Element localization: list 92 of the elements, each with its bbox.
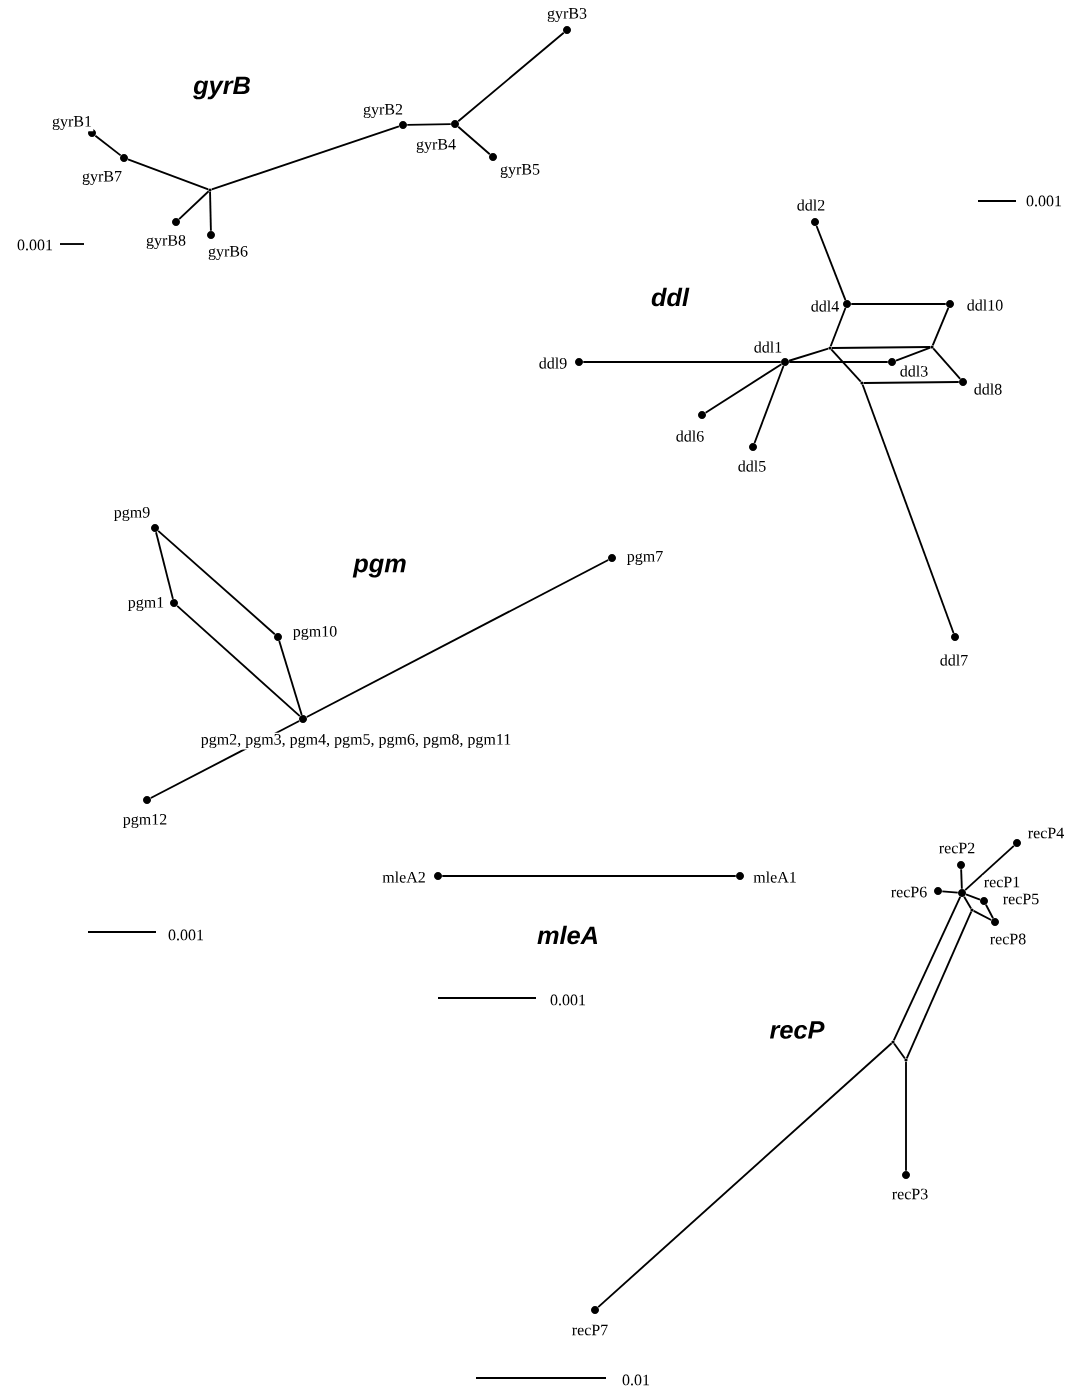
panel-title: ddl — [651, 287, 690, 307]
scale-value: 0.001 — [1026, 195, 1062, 207]
branch-junction — [970, 908, 974, 912]
branch-line — [960, 868, 963, 890]
taxon-label: pgm7 — [625, 549, 665, 567]
scale-value: 0.001 — [550, 994, 586, 1006]
branch-line — [861, 383, 955, 634]
taxon-label: recP4 — [1026, 826, 1066, 840]
taxon-label: recP8 — [988, 932, 1028, 946]
taxon-label: gyrB8 — [144, 233, 188, 251]
branch-line — [305, 559, 610, 718]
taxon-label: pgm1 — [126, 595, 166, 613]
branch-line — [830, 346, 932, 349]
taxon-label: recP5 — [1001, 892, 1041, 906]
taxon-label: ddl3 — [898, 364, 930, 378]
taxon-label: gyrB4 — [414, 137, 458, 155]
scale-value: 0.01 — [622, 1374, 650, 1386]
branch-line — [905, 910, 973, 1060]
taxon-label: ddl5 — [736, 459, 768, 473]
taxon-label: pgm2, pgm3, pgm4, pgm5, pgm6, pgm8, pgm11 — [199, 732, 513, 750]
taxon-label: gyrB3 — [545, 6, 589, 24]
branch-line — [932, 347, 962, 380]
taxon-label: recP2 — [937, 841, 977, 855]
branch-junction — [828, 346, 832, 350]
branch-line — [278, 640, 303, 716]
branch-line — [582, 361, 782, 363]
scale-value: 0.001 — [17, 239, 53, 251]
branch-line — [704, 363, 783, 414]
branch-line — [862, 381, 960, 384]
scale-value: 0.001 — [168, 929, 204, 941]
panel-title: gyrB — [193, 76, 250, 100]
branch-junction — [904, 1058, 908, 1062]
branch-line — [892, 895, 962, 1042]
taxon-label: mleA1 — [751, 870, 799, 884]
branch-line — [941, 890, 959, 894]
panel-title: mleA — [537, 925, 598, 945]
branch-line — [963, 895, 972, 910]
taxon-label: ddl7 — [938, 653, 970, 667]
taxon-label: recP3 — [890, 1187, 930, 1201]
branch-line — [209, 190, 212, 232]
branch-line — [815, 225, 847, 301]
taxon-label: gyrB5 — [498, 162, 542, 180]
branch-line — [597, 1042, 893, 1309]
panel-title: recP — [769, 1021, 825, 1039]
taxon-label: ddl2 — [795, 198, 827, 212]
taxon-label: ddl9 — [537, 356, 569, 370]
branch-line — [931, 307, 950, 347]
branch-line — [210, 125, 400, 191]
branch-line — [406, 123, 452, 126]
branch-line — [457, 31, 565, 123]
branch-line — [850, 303, 947, 305]
branch-junction — [208, 188, 212, 192]
branch-line — [178, 190, 210, 221]
taxon-label: gyrB1 — [50, 114, 94, 132]
taxon-label: pgm9 — [112, 505, 152, 523]
branch-line — [829, 307, 847, 348]
taxon-label: ddl4 — [809, 299, 841, 313]
branch-line — [155, 531, 174, 600]
taxon-label: ddl6 — [674, 429, 706, 443]
branch-line — [788, 347, 830, 362]
branch-line — [895, 346, 932, 362]
taxon-label: gyrB2 — [361, 102, 405, 120]
branch-line — [905, 1060, 907, 1172]
branch-line — [157, 529, 276, 636]
branch-line — [964, 844, 1015, 892]
taxon-label: recP6 — [889, 885, 929, 899]
branch-line — [985, 903, 994, 920]
branch-line — [94, 134, 122, 157]
taxon-label: ddl1 — [752, 340, 784, 354]
taxon-label: gyrB6 — [206, 244, 250, 262]
branch-line — [441, 875, 737, 877]
branch-line — [972, 909, 993, 921]
branch-line — [457, 125, 491, 156]
branch-junction — [860, 381, 864, 385]
panel-title: pgm — [352, 558, 406, 578]
taxon-label: recP1 — [982, 875, 1022, 889]
branch-line — [753, 365, 785, 444]
branch-line — [176, 604, 301, 718]
branch-line — [893, 1042, 906, 1060]
taxon-label: mleA2 — [380, 870, 428, 884]
taxon-label: pgm10 — [291, 624, 339, 642]
taxon-label: ddl8 — [972, 382, 1004, 396]
branch-line — [830, 348, 862, 383]
taxon-label: recP7 — [570, 1323, 610, 1337]
branch-line — [127, 158, 210, 191]
branch-line — [965, 893, 981, 901]
branch-line — [788, 361, 889, 363]
taxon-label: gyrB7 — [80, 169, 124, 187]
branch-junction — [891, 1040, 895, 1044]
taxon-label: pgm12 — [121, 812, 169, 830]
taxon-label: ddl10 — [965, 298, 1005, 312]
branch-junction — [930, 345, 934, 349]
